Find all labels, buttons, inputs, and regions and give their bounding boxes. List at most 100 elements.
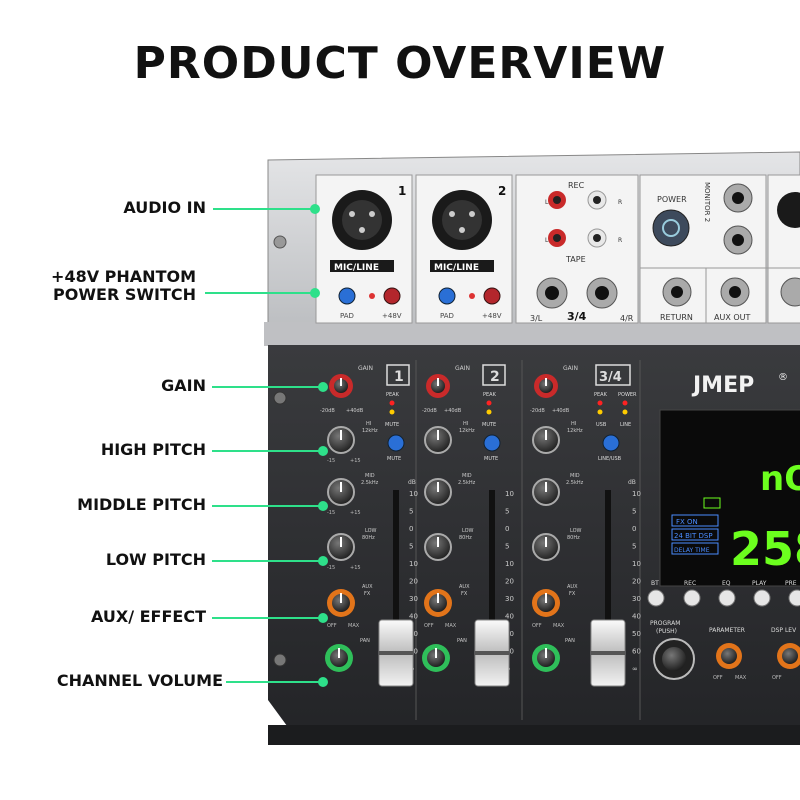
tape-l-label: L [545, 237, 549, 244]
pad-switch-2[interactable] [438, 287, 456, 305]
gain-knob-34[interactable] [534, 374, 558, 398]
fader-34[interactable] [590, 619, 626, 687]
gain-range-high-34: +40dB [552, 408, 570, 414]
rca-rec-l[interactable] [548, 191, 566, 209]
program-sub-label: (PUSH) [656, 628, 677, 635]
pan-knob-2[interactable] [422, 644, 450, 672]
rca-tape-r[interactable] [587, 228, 607, 248]
fader-1[interactable] [378, 619, 414, 687]
lcd-top-readout: nO [760, 459, 800, 499]
fader-scale-tick: 0 [632, 525, 636, 533]
callout-audio-in: AUDIO IN [123, 198, 206, 217]
pad-switch-1[interactable] [338, 287, 356, 305]
hi-freq-1: 12kHz [362, 428, 378, 434]
power-label: POWER [657, 195, 687, 204]
mid-label-1: MID [365, 473, 375, 479]
aux-max-1: MAX [348, 623, 360, 629]
ch34-number: 3/4 [599, 370, 622, 385]
lcd-fx-on: FX ON [676, 518, 698, 526]
xlr-socket-1[interactable] [332, 190, 392, 250]
aux-label-1: AUX [362, 584, 373, 590]
monitor2-jack-r[interactable] [723, 225, 753, 255]
hi-knob-1[interactable] [327, 426, 355, 454]
mid-range-high-1: +15 [350, 510, 361, 516]
mute-button-1[interactable] [387, 434, 405, 452]
fader-2[interactable] [474, 619, 510, 687]
tape-r-label: R [618, 237, 622, 244]
program-encoder[interactable] [653, 638, 695, 680]
power-led-label: POWER [618, 392, 637, 398]
mid-range-low-1: -15 [327, 510, 335, 516]
leader-mid [212, 505, 324, 507]
aux-knob-2[interactable] [424, 589, 452, 617]
xlr-socket-2[interactable] [432, 190, 492, 250]
phantom-switch-1[interactable] [383, 287, 401, 305]
fader-scale-tick: 5 [409, 508, 413, 516]
gain-knob-1[interactable] [329, 374, 353, 398]
parameter-off: OFF [713, 675, 723, 681]
fader-scale-tick: 20 [632, 578, 641, 586]
rec-button[interactable] [683, 589, 701, 607]
main-out-jack-l[interactable] [777, 192, 800, 228]
aux-max-2: MAX [445, 623, 457, 629]
pan-knob-1[interactable] [325, 644, 353, 672]
eq-button[interactable] [718, 589, 736, 607]
ch2-number: 2 [490, 369, 500, 385]
fader-scale-tick: 30 [409, 595, 418, 603]
leader-gain [212, 386, 324, 388]
fader-scale-tick: 5 [632, 543, 636, 551]
return-jack[interactable] [662, 277, 692, 307]
mid-freq-2: 2.5kHz [458, 480, 476, 486]
parameter-knob[interactable] [716, 643, 742, 669]
mute-button-label-2: MUTE [484, 456, 498, 462]
hi-knob-34[interactable] [532, 426, 560, 454]
pan-label-1: PAN [360, 638, 370, 644]
pre-button[interactable] [788, 589, 800, 607]
low-knob-1[interactable] [327, 533, 355, 561]
play-button[interactable] [753, 589, 771, 607]
low-knob-34[interactable] [532, 533, 560, 561]
pan-label-34: PAN [565, 638, 575, 644]
callout-channel-volume: CHANNEL VOLUME [56, 671, 223, 690]
fader-scale-tick: 20 [505, 578, 514, 586]
callout-aux-effect: AUX/ EFFECT [90, 607, 206, 626]
leader-vol [226, 681, 324, 683]
low-label-34: LOW [570, 528, 582, 534]
mute-button-2[interactable] [483, 434, 501, 452]
callout-phantom: +48V PHANTOM POWER SWITCH [30, 268, 196, 304]
pan-knob-34[interactable] [532, 644, 560, 672]
main-out-jack-r[interactable] [780, 277, 800, 307]
line-usb-button[interactable] [602, 434, 620, 452]
monitor2-jack-l[interactable] [723, 183, 753, 213]
rca-rec-r[interactable] [587, 190, 607, 210]
fader-scale-tick: 10 [632, 560, 641, 568]
top-ch1-number: 1 [398, 184, 406, 198]
mid-label-2: MID [462, 473, 472, 479]
dsp-level-off: OFF [772, 675, 782, 681]
hi-freq-2: 12kHz [459, 428, 475, 434]
rca-tape-l[interactable] [548, 229, 566, 247]
mid-knob-1[interactable] [327, 478, 355, 506]
fader-scale-tick: 10 [505, 490, 514, 498]
bt-button[interactable] [647, 589, 665, 607]
aux-out-jack[interactable] [720, 277, 750, 307]
mid-knob-34[interactable] [532, 478, 560, 506]
phantom-switch-2[interactable] [483, 287, 501, 305]
fader-scale-tick: 10 [409, 490, 418, 498]
leader-aux [212, 617, 324, 619]
low-knob-2[interactable] [424, 533, 452, 561]
return-label: RETURN [660, 313, 693, 322]
jack-3l-label: 3/L [530, 314, 543, 323]
hi-knob-2[interactable] [424, 426, 452, 454]
leader-audio-in [213, 208, 315, 210]
gain-knob-2[interactable] [426, 374, 450, 398]
mid-knob-2[interactable] [424, 478, 452, 506]
jack-3l[interactable] [536, 277, 568, 309]
leader-dot-aux [318, 613, 328, 623]
aux-knob-1[interactable] [327, 589, 355, 617]
dsp-level-knob[interactable] [777, 643, 800, 669]
jack-4r[interactable] [586, 277, 618, 309]
aux-knob-34[interactable] [532, 589, 560, 617]
power-button[interactable] [652, 209, 690, 247]
